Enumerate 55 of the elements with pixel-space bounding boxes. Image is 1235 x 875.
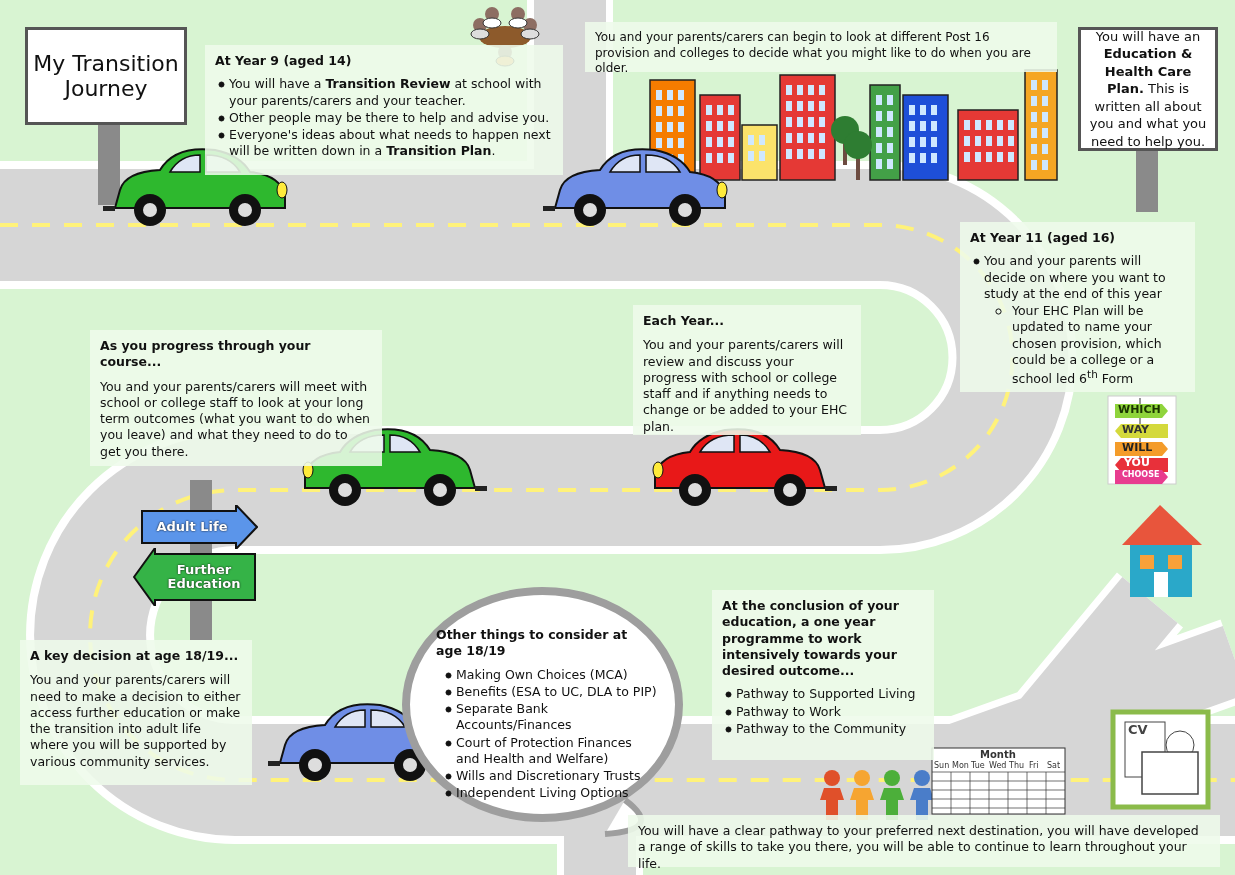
weekday-label: Wed xyxy=(989,762,1007,770)
info-panel xyxy=(960,222,1195,392)
weekday-label: Tue xyxy=(971,762,985,770)
bullet-item: Pathway to Supported Living xyxy=(736,686,916,702)
bullet-item: You and your parents will decide on where you want to study at the end of this year xyxy=(984,253,1166,301)
bullet-item: Separate Bank Accounts/Finances xyxy=(456,701,572,733)
weekday-label: Sat xyxy=(1047,762,1061,770)
bullet-item: Wills and Discretionary Trusts xyxy=(456,768,641,783)
body-text: You and your parents/carers will review and discuss your progress with school or college staff and if anything needs to change or be added to your EHC plan. xyxy=(643,337,849,435)
heading-text: Other things to consider at age 18/19 xyxy=(436,627,629,660)
sign-word: WHICH xyxy=(1118,404,1161,415)
document-label: CV xyxy=(1128,723,1148,736)
bullet-item: Other people may be there to help and advise you. xyxy=(229,109,550,125)
info-panel xyxy=(20,640,252,785)
weekday-label: Fri xyxy=(1029,762,1039,770)
title-sign xyxy=(25,27,187,125)
bullet-item: Your EHC Plan will be updated to name your chosen provision, which could be a college or a school led 6$^{th}$ Form xyxy=(1012,303,1162,387)
info-panel xyxy=(205,45,563,175)
weekday-label: Mon xyxy=(952,762,969,770)
weekday-label: Sun xyxy=(934,762,950,770)
bullet-item: Court of Protection Finances and Health and Welfare) xyxy=(456,734,632,766)
heading-text: Each Year... xyxy=(643,313,726,330)
heading-text: As you progress through your course... xyxy=(100,338,312,371)
info-panel xyxy=(633,305,861,435)
info-panel xyxy=(585,22,1057,72)
body-text: You will have an Education & Health Care Plan. This is written all about you and what you need to help you. xyxy=(1088,27,1208,151)
bullet-item: Everyone's ideas about what needs to happen next will be written down in a Transition Plan. xyxy=(229,127,551,159)
body-text: You and your parents/carers can begin to look at different Post 16 provision and colleges to decide what you might like to do when you are older. xyxy=(595,30,1032,77)
bullet-item: Making Own Choices (MCA) xyxy=(456,666,628,682)
body-text: You will have a clear pathway to your preferred next destination, you will have developed a range of skills to take you there, you will be able to continue to learn throughout your life. xyxy=(638,823,1200,872)
heading-text: At the conclusion of your education, a one year programme to work intensively towards your desired outcome... xyxy=(722,598,900,680)
calendar-heading: Month xyxy=(980,750,1016,760)
bullet-item: Pathway to the Community xyxy=(736,720,907,736)
sign-word: WILL xyxy=(1122,442,1153,453)
body-text: You and your parents/carers will meet with school or college staff to look at your long term outcomes (what you want to do when you leave) and what they need to do to get you there. xyxy=(100,378,372,460)
sign-word: YOU xyxy=(1124,457,1150,468)
heading-text: At Year 11 (aged 16) xyxy=(970,230,1117,247)
title-text: My Transition Journey xyxy=(32,50,180,102)
direction-sign xyxy=(133,548,257,606)
bullet-item: Independent Living Options xyxy=(456,785,629,801)
sign-word: WAY xyxy=(1122,424,1150,435)
bullet-item: You will have a Transition Review at school with your parents/carers and your teacher. xyxy=(229,76,542,108)
weekday-label: Thu xyxy=(1009,762,1025,770)
bullet-item: Pathway to Work xyxy=(736,703,841,719)
heading-text: At Year 9 (aged 14) xyxy=(215,53,353,70)
sign-text: Further Education xyxy=(166,563,242,591)
info-panel xyxy=(628,815,1220,867)
bullet-item: Benefits (ESA to UC, DLA to PIP) xyxy=(456,683,657,699)
sign-word: CHOOSE xyxy=(1122,471,1160,479)
direction-sign xyxy=(140,505,258,549)
body-text: You and your parents/carers will need to make a decision to either access further education or make the transition into adult life where you will be supported by various community services. xyxy=(30,672,242,770)
info-panel xyxy=(712,590,934,760)
info-panel xyxy=(90,330,382,466)
heading-text: A key decision at age 18/19... xyxy=(30,648,240,665)
sign-text: Adult Life xyxy=(156,520,228,534)
